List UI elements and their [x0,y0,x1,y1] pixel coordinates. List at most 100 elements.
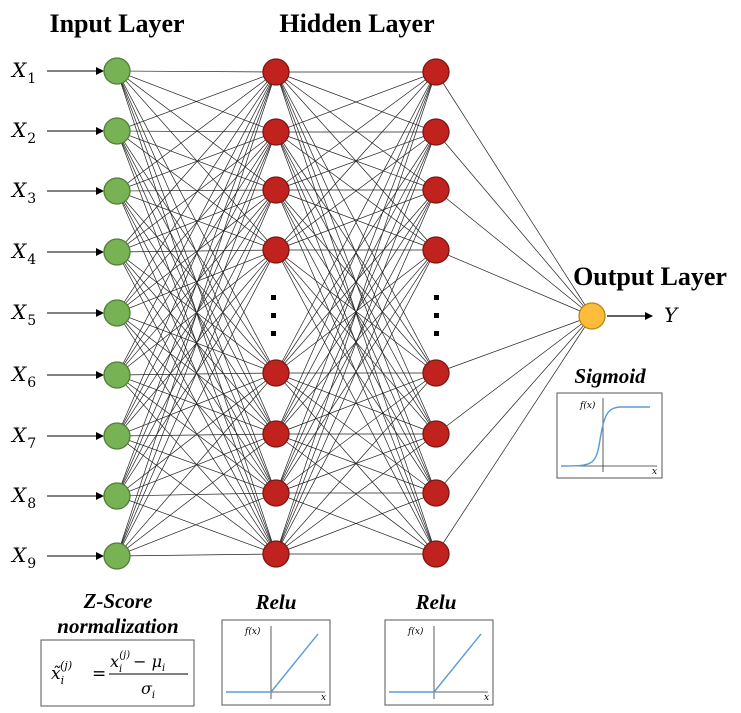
relu-2-plot: f(x) x [384,619,494,706]
edge-input-hidden1 [116,492,277,497]
input-node [103,361,131,389]
edge-input-hidden1 [116,433,277,557]
edge-input-hidden1 [116,71,277,557]
edge-hidden1-hidden2 [275,71,437,555]
hidden-layer-2-node [422,540,450,568]
edge-input-hidden1 [116,71,277,376]
edge-hidden2-output [435,131,593,317]
edge-hidden2-output [435,315,593,435]
relu-1-caption: Relu [255,590,297,614]
edge-hidden2-output [435,315,593,494]
input-node [103,299,131,327]
hidden-layer-1-ellipsis [271,295,276,336]
edge-hidden1-hidden2 [275,71,437,133]
output-node [578,302,606,330]
input-label: X4 [10,239,36,268]
edge-hidden2-output [435,315,593,374]
hidden-layer-2-node [422,479,450,507]
input-node [103,482,131,510]
sigmoid-fx-label: f(x) [579,400,596,411]
edge-input-hidden1 [116,312,277,555]
edge-hidden1-hidden2 [275,189,437,494]
formula-equals: = [92,664,106,684]
edge-hidden1-hidden2 [275,189,437,555]
input-layer-title: Input Layer [49,9,184,38]
relu-1-plot: f(x) x [221,619,331,706]
zscore-caption-line1: Z-Score [83,589,153,613]
hidden-layer-2-node [422,359,450,387]
edge-input-hidden1 [116,495,277,555]
edge-input-hidden1 [116,249,277,557]
sigmoid-x-label: x [652,467,657,477]
relu-1-x-label: x [321,693,326,703]
output-label: Y [664,303,679,327]
input-label: X9 [10,543,36,572]
connection-lines [116,70,593,557]
input-node [103,542,131,570]
edge-input-hidden1 [116,71,277,497]
edge-input-hidden1 [116,131,277,557]
sigmoid-caption: Sigmoid [574,364,646,388]
hidden-layer-1-node [262,176,290,204]
edge-input-hidden1 [116,71,277,314]
edge-input-hidden1 [116,189,277,557]
sigmoid-curve [560,406,650,467]
edge-hidden1-hidden2 [275,71,437,191]
hidden-layer-2-ellipsis [434,295,439,336]
formula-lhs: x̃i(j) [51,659,72,687]
edge-input-hidden1 [116,492,277,557]
edge-hidden2-output [435,189,593,317]
edge-hidden1-hidden2 [275,71,437,494]
input-label: X2 [10,118,36,147]
input-node [103,177,131,205]
edge-input-hidden1 [116,71,277,132]
edge-hidden1-hidden2 [275,189,437,374]
edge-hidden2-output [435,315,593,555]
edge-input-hidden1 [116,70,277,191]
edge-input-hidden1 [116,189,277,376]
edge-hidden1-hidden2 [275,492,437,555]
relu-2-caption: Relu [415,590,457,614]
edge-hidden2-output [435,249,593,317]
edge-hidden1-hidden2 [275,71,437,251]
edge-input-hidden1 [116,71,277,253]
hidden-layer-1-node [262,118,290,146]
hidden-layer-1-node [262,540,290,568]
input-label: X1 [10,58,36,87]
edge-input-hidden1 [116,71,277,192]
input-node [103,238,131,266]
input-label: X7 [10,423,36,452]
edge-hidden2-output [435,71,593,317]
relu-1-fx-label: f(x) [244,626,261,637]
edge-input-hidden1 [116,372,277,557]
edge-hidden1-hidden2 [275,71,437,374]
relu-1-curve [226,633,319,693]
sigmoid-plot: f(x) x [556,392,663,479]
edge-input-hidden1 [116,189,277,314]
formula-denominator: σi [141,679,155,701]
edge-input-hidden1 [116,130,277,191]
edge-hidden1-hidden2 [275,372,437,555]
edge-hidden1-hidden2 [275,249,437,555]
input-node [103,117,131,145]
input-label: X8 [10,483,36,512]
hidden-layer-2-node [422,236,450,264]
edge-hidden1-hidden2 [275,131,437,555]
edge-input-hidden1 [116,70,277,73]
edge-input-hidden1 [116,249,277,314]
edge-input-hidden1 [116,189,277,497]
edge-hidden1-hidden2 [275,71,437,435]
edge-hidden1-hidden2 [275,433,437,555]
input-label: X3 [10,178,36,207]
relu-2-curve [389,633,482,693]
relu-2-x-label: x [484,693,489,703]
edge-input-hidden1 [116,189,277,253]
nodes [103,57,606,570]
edge-input-hidden1 [116,553,277,557]
hidden-layer-2-node [422,176,450,204]
edge-input-hidden1 [116,189,277,192]
edge-input-hidden1 [116,372,277,437]
formula-numerator: xi(j)− μi [110,650,165,675]
